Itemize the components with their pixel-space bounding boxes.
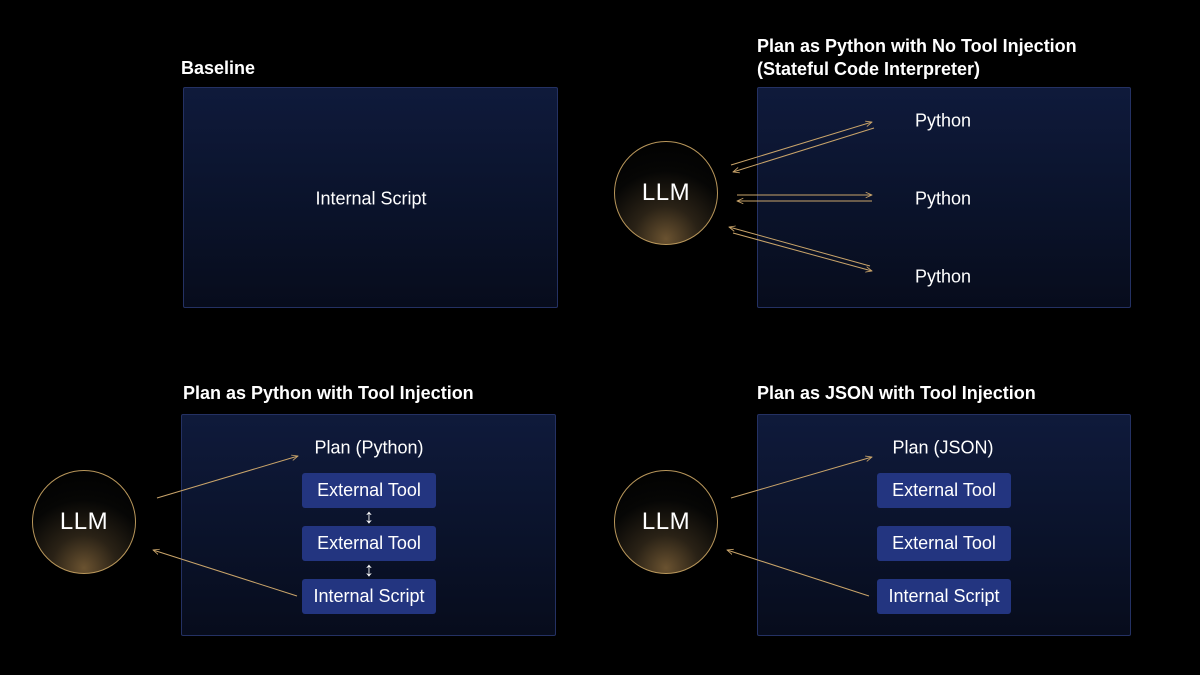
baseline-panel <box>183 87 558 308</box>
json-injection-llm-node: LLM <box>614 470 718 574</box>
llm-label: LLM <box>59 508 109 535</box>
updown-arrow-icon: ↕ <box>364 506 374 528</box>
external-tool-chip-2: External Tool <box>877 526 1011 561</box>
python-injection-title: Plan as Python with Tool Injection <box>183 383 474 403</box>
python-item-1: Python <box>914 110 972 131</box>
baseline-internal-script: Internal Script <box>315 188 427 209</box>
json-injection-title: Plan as JSON with Tool Injection <box>757 383 1036 403</box>
external-tool-chip-2: External Tool <box>302 526 436 561</box>
internal-script-chip: Internal Script <box>877 579 1011 614</box>
plan-python-label: Plan (Python) <box>314 437 424 458</box>
llm-label: LLM <box>641 179 691 206</box>
plan-json-label: Plan (JSON) <box>892 437 994 458</box>
python-injection-llm-node: LLM <box>32 470 136 574</box>
no-injection-llm-node: LLM <box>614 141 718 245</box>
no-injection-title-line2: (Stateful Code Interpreter) <box>757 59 981 79</box>
updown-arrow-icon: ↕ <box>364 559 374 581</box>
external-tool-chip-1: External Tool <box>877 473 1011 508</box>
external-tool-chip-1: External Tool <box>302 473 436 508</box>
no-injection-title-line1: Plan as Python with No Tool Injection <box>757 36 1077 56</box>
python-item-2: Python <box>914 188 972 209</box>
internal-script-chip: Internal Script <box>302 579 436 614</box>
baseline-title: Baseline <box>181 58 256 78</box>
python-item-3: Python <box>914 266 972 287</box>
python-injection-panel <box>181 414 556 636</box>
llm-label: LLM <box>641 508 691 535</box>
